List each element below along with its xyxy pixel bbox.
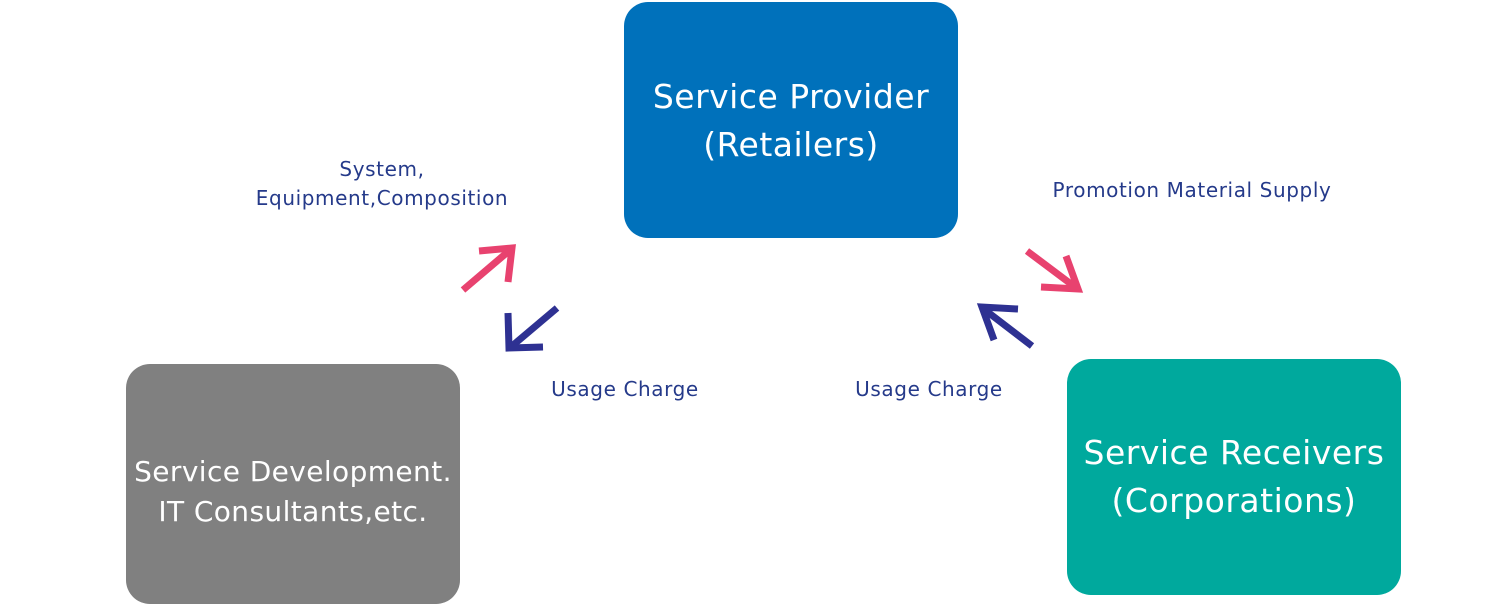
service-development-title: Service Development. <box>134 455 452 488</box>
service-provider-subtitle: (Retailers) <box>703 125 879 164</box>
arrow-promotion-supply <box>1024 248 1084 293</box>
usage-charge-label-right: Usage Charge <box>855 377 1003 401</box>
arrow-usage-charge-right <box>976 303 1035 349</box>
system-label-line2: Equipment,Composition <box>255 186 509 210</box>
system-equipment-label: System, Equipment,Composition <box>232 155 532 213</box>
arrow-usage-charge-left <box>504 305 560 352</box>
service-development-subtitle: IT Consultants,etc. <box>158 495 428 528</box>
promotion-material-label: Promotion Material Supply <box>1052 178 1332 202</box>
service-provider-title: Service Provider <box>652 77 930 116</box>
usage-charge-label-left: Usage Charge <box>551 377 699 401</box>
service-receivers-box: Service Receivers (Corporations) <box>1067 359 1401 595</box>
service-receivers-title: Service Receivers <box>1083 433 1385 472</box>
arrow-system-supply <box>460 244 516 293</box>
service-provider-box: Service Provider (Retailers) <box>624 2 958 238</box>
system-label-line1: System, <box>339 157 425 181</box>
service-receivers-subtitle: (Corporations) <box>1111 481 1357 520</box>
service-development-box: Service Development. IT Consultants,etc. <box>126 364 460 604</box>
